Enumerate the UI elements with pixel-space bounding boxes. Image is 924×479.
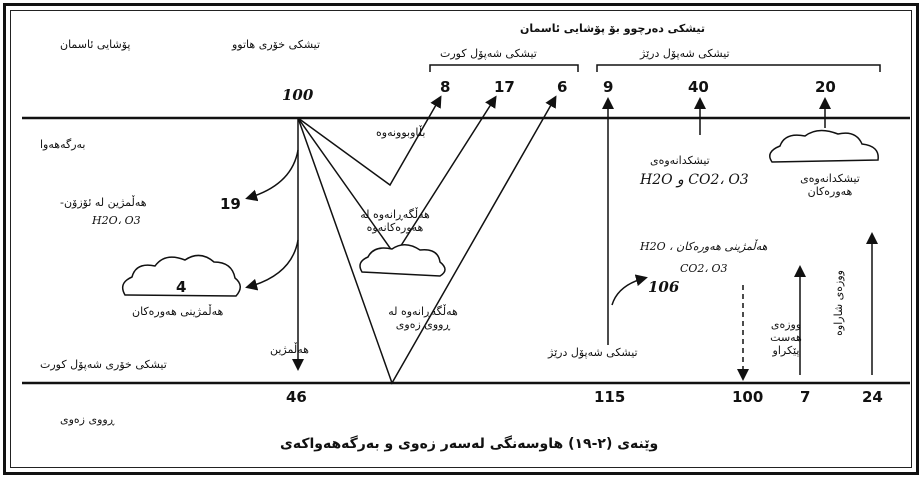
cloud-radiation-label: تیشکدانەوەی هەورەکان [800, 172, 860, 198]
absorbed-h2o-o3-label: هەڵمژین لە ئۆزۆن- [60, 196, 147, 209]
long-wave-bracket [596, 64, 881, 72]
absorbed-label: هەڵمژین [270, 343, 309, 356]
absorbed-h2o-co2-label: هەڵمژینی هەورەکان ، H2O [640, 240, 768, 253]
long-wave-radiation-label: تیشکی شەپۆل درێژ [548, 346, 638, 359]
scattered-label: بڵاوبوونەوە [376, 126, 426, 139]
scattered-value: 8 [440, 78, 451, 96]
short-wave-label: تیشکی شەپۆل کورت [440, 47, 537, 60]
cloud-middle [359, 244, 446, 277]
ground-emit-value: 115 [594, 388, 626, 406]
reflected-ground-value: 6 [557, 78, 568, 96]
outgoing-title: تیشکی دەرچوو بۆ پۆشایی ئاسمان [520, 22, 706, 35]
incoming-solar-label: تیشکی خۆری هاتوو [232, 38, 321, 51]
co2-o3-h2o-label: CO2، O3 و H2O [640, 172, 749, 188]
long-wave-label: تیشکی شەپۆل درێژ [640, 47, 730, 60]
sensible-heat-label: ووزەی هەست پێکراو [770, 318, 802, 357]
back-radiation-value: 106 [648, 278, 680, 296]
latent-heat-label: ووزەی شاراوە [832, 270, 845, 336]
absorbed-atm-value: 19 [220, 195, 241, 213]
atmosphere-label: بەرگەهەوا [40, 138, 86, 151]
ground-surface-label: ڕووی زەوی [60, 413, 115, 426]
co2-o3-label: CO2، O3 [680, 262, 728, 275]
ground-absorbed-value: 46 [286, 388, 307, 406]
incoming-value: 100 [282, 86, 314, 104]
outer-frame [3, 3, 919, 475]
clouds-emit-value: 20 [815, 78, 836, 96]
absorbed-clouds-label: هەڵمژینی هەورەکان [132, 305, 224, 318]
reflected-clouds-label: هەڵگەڕانەوە لە هەورەکانەوە [360, 208, 430, 234]
sensible-value: 7 [800, 388, 811, 406]
inner-frame [10, 10, 912, 468]
h2o-o3-formula: H2O، O3 [92, 214, 141, 227]
h2o-emit-value: 40 [688, 78, 709, 96]
figure-caption: وێنەی (٢-١٩) هاوسەنگی لەسەر زەوی و بەرگە… [280, 436, 659, 452]
radiation-h2o-label: تیشکدانەوەی [650, 154, 710, 167]
cloud-left [121, 254, 241, 297]
absorbed-clouds-value: 4 [176, 278, 187, 296]
ground-absorb-lw-value: 100 [732, 388, 764, 406]
cloud-right [769, 129, 879, 163]
long-wave-out-value: 9 [603, 78, 614, 96]
reflected-ground-label: هەڵگەڕانەوە لە ڕووی زەوی [388, 305, 458, 331]
short-wave-bracket [429, 64, 579, 72]
reflected-clouds-value: 17 [494, 78, 515, 96]
ground-short-wave-label: تیشکی خۆری شەپۆل کورت [40, 358, 167, 371]
latent-value: 24 [862, 388, 883, 406]
space-top-label: پۆشایی ئاسمان [60, 38, 131, 51]
